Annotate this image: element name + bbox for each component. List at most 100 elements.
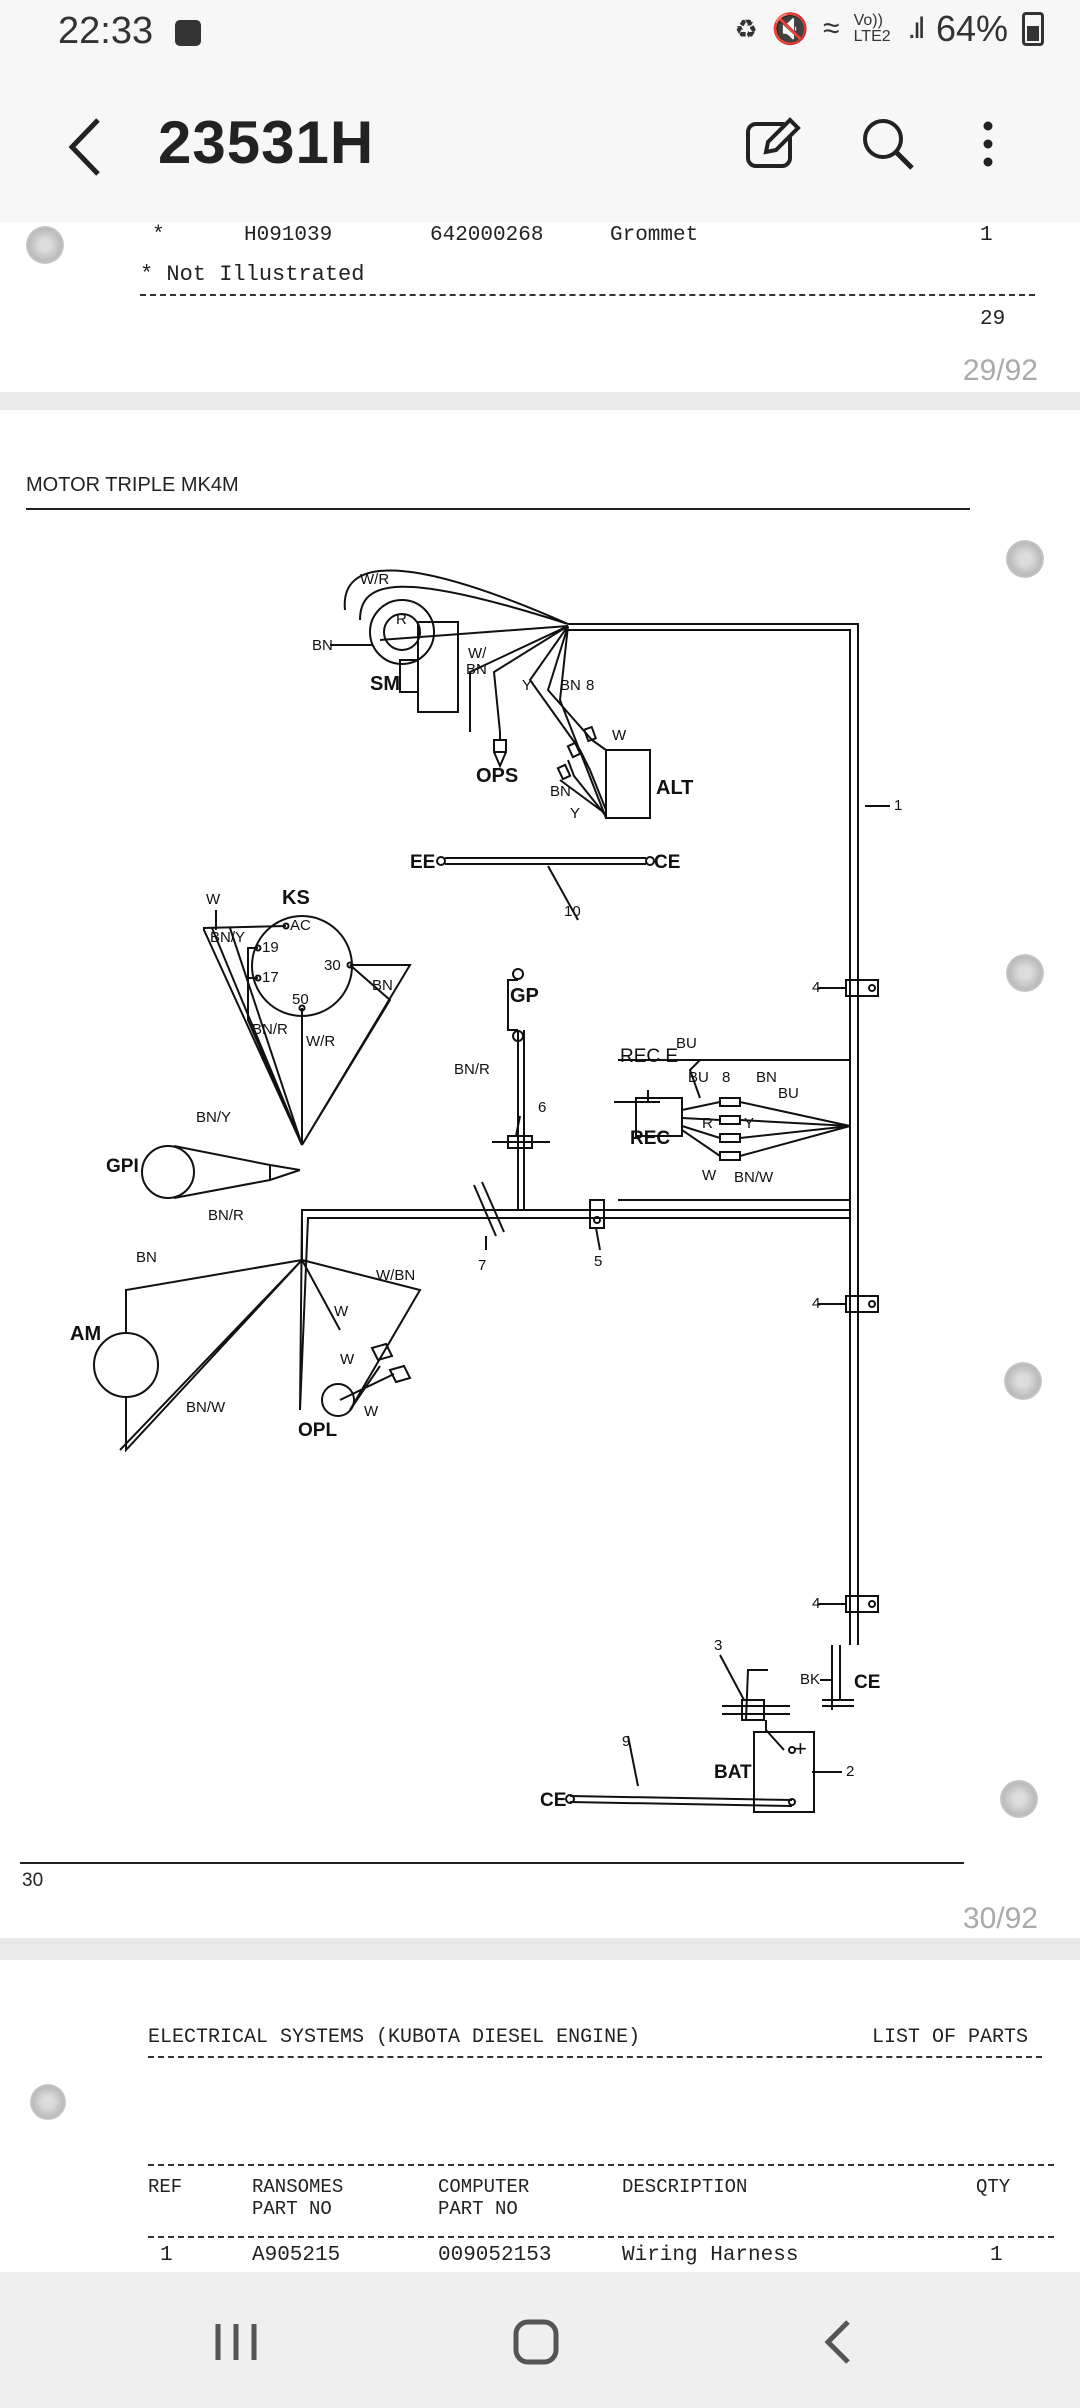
- harness-ground: [745, 1645, 841, 1721]
- app-bar: 23531H: [0, 66, 1080, 222]
- label-ce: CE: [654, 852, 680, 873]
- label-w-opl-3: W: [364, 1403, 379, 1420]
- label-am: AM: [70, 1323, 101, 1345]
- row-ransomes: A905215: [252, 2244, 341, 2267]
- page-29: * H091039 642000268 Grommet 1 * Not Illu…: [0, 222, 1080, 392]
- ops-sensor: [493, 732, 507, 769]
- label-bn-y: BN/Y: [210, 929, 245, 946]
- row-qty: 1: [990, 2244, 1003, 2267]
- label-4a: 4: [812, 979, 820, 996]
- label-r: R: [396, 611, 407, 628]
- starter-motor: [330, 569, 569, 713]
- label-bn-y-gpi: BN/Y: [196, 1109, 231, 1126]
- row-computer: 642000268: [430, 224, 544, 247]
- label-bn-alt: BN: [550, 783, 571, 800]
- label-1: 1: [894, 797, 902, 814]
- page-number: 30: [22, 1870, 44, 1891]
- label-4c: 4: [812, 1595, 820, 1612]
- label-alt: ALT: [656, 777, 693, 799]
- home-button[interactable]: [496, 2312, 576, 2372]
- column-ransomes-2: PART NO: [252, 2198, 332, 2220]
- label-bn-8: BN: [560, 677, 581, 694]
- punch-hole: [1004, 1362, 1042, 1400]
- status-icons: ♻ 🔇 ≈ Vo)) LTE2 .ıl 64%: [734, 8, 1044, 50]
- label-ee: EE: [410, 852, 435, 873]
- edit-icon: [746, 117, 801, 168]
- label-w-bn-2: BN: [466, 661, 487, 678]
- harness-main: [568, 623, 859, 1645]
- diagram-heading: MOTOR TRIPLE MK4M: [26, 474, 239, 496]
- row-ref: 1: [160, 2244, 173, 2267]
- label-ks: KS: [282, 887, 310, 909]
- column-qty: QTY: [976, 2176, 1011, 2198]
- not-illustrated-note: * Not Illustrated: [140, 262, 365, 287]
- label-ce-bat: CE: [540, 1790, 566, 1811]
- label-6: 6: [538, 1099, 546, 1116]
- navigation-bar: [0, 2272, 1080, 2408]
- label-bn-am: BN: [136, 1249, 157, 1266]
- label-2: 2: [846, 1763, 854, 1780]
- label-50: 50: [292, 991, 309, 1008]
- parts-heading-right: LIST OF PARTS: [872, 2026, 1029, 2049]
- label-w-bn: W/: [468, 645, 487, 662]
- label-gpi: GPI: [106, 1156, 139, 1177]
- recent-apps-button[interactable]: [196, 2312, 276, 2372]
- label-bn-w-rec: BN/W: [734, 1169, 774, 1186]
- wiring-diagram: W/R R BN SM W/ BN Y BN 8 W OPS ALT BN Y …: [70, 569, 902, 1813]
- more-vertical-icon: [983, 121, 993, 167]
- page-counter: 30/92: [962, 1902, 1038, 1935]
- label-4b: 4: [812, 1295, 820, 1312]
- label-bn-r-gpi: BN/R: [208, 1207, 244, 1224]
- label-w: W: [612, 727, 627, 744]
- row-ref: *: [152, 224, 165, 247]
- status-time: 22:33: [58, 10, 154, 52]
- alternator: [556, 725, 651, 819]
- edit-button[interactable]: [740, 112, 804, 176]
- recent-apps-icon: [215, 2324, 257, 2360]
- row-description: Grommet: [610, 224, 699, 247]
- label-w-ks: W: [206, 891, 221, 908]
- back-button[interactable]: [58, 112, 118, 182]
- label-ops: OPS: [476, 765, 518, 787]
- label-bk: BK: [800, 1671, 820, 1688]
- rectifier: [614, 1059, 851, 1161]
- row-description: Wiring Harness: [622, 2244, 799, 2267]
- label-r-rec: R: [702, 1115, 713, 1132]
- page-30: MOTOR TRIPLE MK4M: [0, 410, 1080, 1938]
- label-17: 17: [262, 969, 279, 986]
- label-5: 5: [594, 1253, 602, 1270]
- search-icon: [863, 119, 914, 170]
- dashed-rule: [140, 294, 1035, 296]
- label-bu-2: BU: [688, 1069, 709, 1086]
- column-ref: REF: [148, 2176, 183, 2198]
- earth-strap-10: [436, 856, 655, 921]
- column-description: DESCRIPTION: [622, 2176, 748, 2198]
- label-30: 30: [324, 957, 341, 974]
- label-10: 10: [564, 903, 581, 920]
- label-y-alt: Y: [570, 805, 580, 822]
- label-wr: W/R: [360, 571, 389, 588]
- more-options-button[interactable]: [956, 112, 1020, 176]
- back-nav-button[interactable]: [800, 2312, 880, 2372]
- label-y: Y: [522, 677, 532, 694]
- fuse-7: [473, 1181, 505, 1237]
- footer-rule: [20, 1862, 964, 1864]
- battery-saver-icon: ♻: [734, 13, 758, 44]
- grommet-6: [492, 1135, 550, 1149]
- column-computer: COMPUTER: [438, 2176, 530, 2198]
- row-computer: 009052153: [438, 2244, 552, 2267]
- label-bu: BU: [676, 1035, 697, 1052]
- harness-branch: [299, 1209, 850, 1411]
- punch-hole: [26, 226, 64, 264]
- punch-hole: [30, 2084, 66, 2120]
- row-qty: 1: [980, 224, 993, 247]
- harness-rec: [618, 1059, 850, 1201]
- label-w-opl: W: [334, 1303, 349, 1320]
- punch-hole: [1006, 954, 1044, 992]
- label-sm: SM: [370, 673, 400, 695]
- label-8-rec: 8: [722, 1069, 730, 1086]
- ground-plate: [722, 1699, 854, 1721]
- label-bn: BN: [312, 637, 333, 654]
- gauge-gpi: [141, 1145, 301, 1199]
- search-button[interactable]: [856, 112, 920, 176]
